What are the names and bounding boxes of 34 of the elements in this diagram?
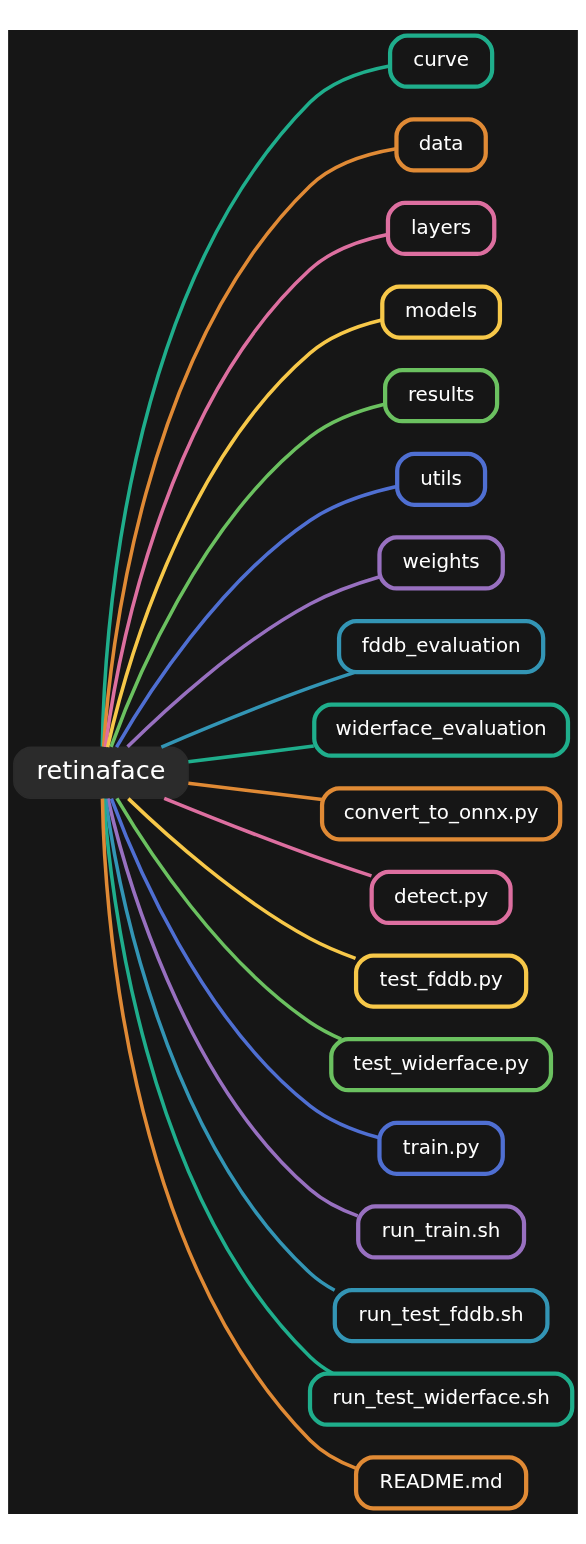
connector [103, 798, 336, 1292]
connector [126, 575, 380, 749]
connector [106, 798, 359, 1218]
node-box: run_test_widerface.sh [307, 1371, 575, 1427]
node-box: widerface_evaluation [312, 702, 571, 758]
node-box: results [383, 368, 500, 424]
node-box: convert_to_onnx.py [319, 786, 563, 842]
node-box: retinaface [13, 746, 189, 799]
node-box: models [380, 284, 503, 340]
connector [103, 232, 389, 748]
node-box: utils [395, 451, 488, 507]
node-box: train.py [377, 1120, 505, 1176]
connector [115, 797, 342, 1041]
connector [105, 318, 383, 748]
connector [188, 744, 314, 764]
node-box: test_widerface.py [329, 1037, 554, 1093]
connector [109, 798, 380, 1140]
node-box: run_train.sh [356, 1204, 527, 1260]
node-box: layers [385, 200, 497, 257]
connector [163, 796, 372, 878]
node-box: fddb_evaluation [336, 618, 546, 675]
connector [100, 798, 357, 1470]
connector [188, 781, 323, 802]
connector [109, 402, 385, 748]
connector [127, 797, 357, 960]
connector [115, 484, 398, 748]
node-box: run_test_fddb.sh [332, 1287, 550, 1344]
node-box: data [394, 117, 488, 173]
connector [160, 670, 357, 749]
node-box: detect.py [369, 869, 513, 926]
node-box: README.md [353, 1455, 529, 1511]
node-box: curve [387, 33, 495, 89]
node-box: weights [377, 535, 505, 591]
node-box: test_fddb.py [353, 953, 529, 1009]
